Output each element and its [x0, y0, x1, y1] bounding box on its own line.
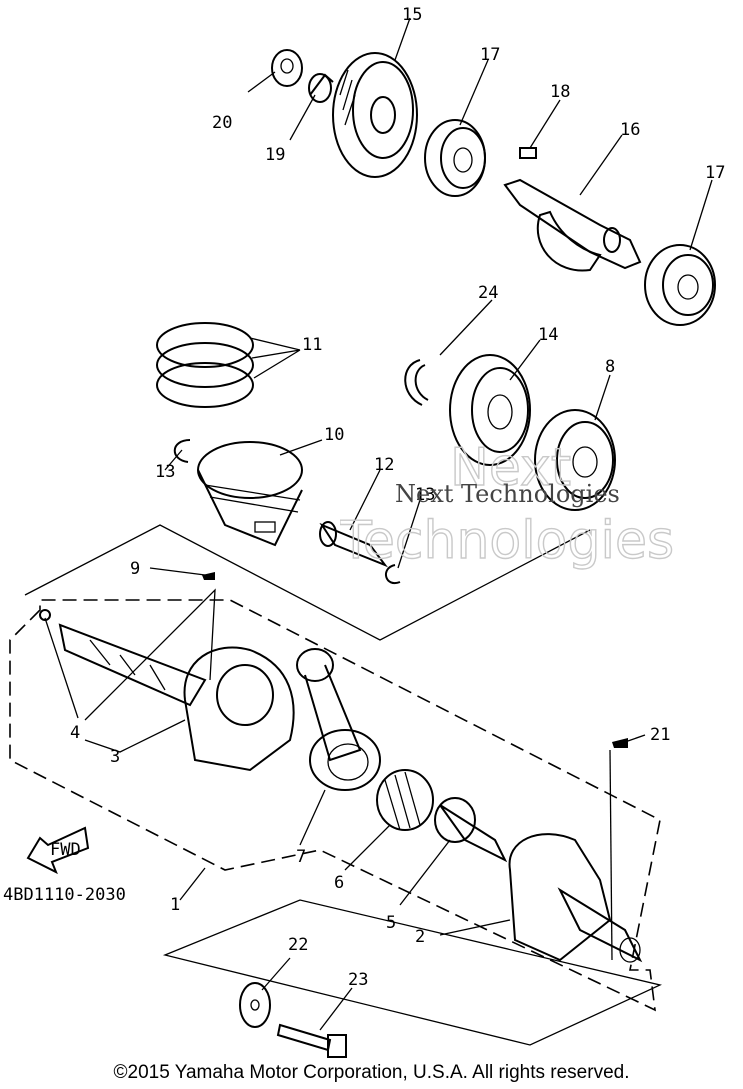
part-10-piston — [197, 441, 303, 547]
part-16-balancer-shaft — [503, 178, 642, 272]
part-20-nut — [271, 49, 303, 87]
callout-9: 9 — [130, 559, 140, 579]
part-5-crank-pin — [434, 797, 508, 863]
part-12-piston-pin — [319, 521, 388, 568]
copyright-notice: ©2015 Yamaha Motor Corporation, U.S.A. A… — [113, 1062, 630, 1083]
callout-13-left: 13 — [155, 462, 175, 482]
callout-22: 22 — [288, 935, 308, 955]
watermark-line1: Next — [450, 440, 571, 498]
part-7-connecting-rod — [296, 648, 381, 791]
callout-11: 11 — [302, 335, 322, 355]
part-24-circlip — [404, 359, 429, 406]
callout-12: 12 — [374, 455, 394, 475]
callout-20: 20 — [212, 113, 232, 133]
fwd-arrow-icon: FWD — [26, 826, 90, 875]
callout-5: 5 — [386, 913, 396, 933]
callout-16: 16 — [620, 120, 640, 140]
watermark: Next Technologies Next Technologies — [340, 440, 675, 572]
callout-14: 14 — [538, 325, 558, 345]
diagram-code: 4BD1110-2030 — [3, 885, 126, 905]
callout-19: 19 — [265, 145, 285, 165]
part-6-needle-bearing — [376, 769, 434, 831]
callout-6: 6 — [334, 873, 344, 893]
part-15-gear — [332, 52, 418, 178]
exploded-parts-diagram: FWD 4BD1110-2030 15 17 18 16 17 — [3, 5, 725, 1058]
part-23-bolt — [276, 1023, 347, 1058]
part-3-crank-left — [39, 609, 295, 772]
part-21-key — [612, 738, 628, 748]
part-18-key — [519, 147, 537, 159]
watermark-serif: Next Technologies — [395, 480, 620, 508]
part-9-key — [202, 572, 215, 580]
part-11-piston-rings — [156, 322, 254, 408]
part-14-gear — [449, 354, 531, 466]
piston-group-outline — [24, 524, 591, 641]
part-19-lock-washer — [308, 73, 334, 103]
callout-17-top: 17 — [480, 45, 500, 65]
fastener-group-outline — [162, 899, 662, 1046]
callout-10: 10 — [324, 425, 344, 445]
callout-21: 21 — [650, 725, 670, 745]
part-13-circlip-left — [173, 439, 191, 463]
part-22-washer — [239, 982, 271, 1028]
watermark-line2: Technologies — [340, 511, 674, 571]
part-13-circlip-right — [385, 564, 401, 585]
callout-24: 24 — [478, 283, 498, 303]
callout-18: 18 — [550, 82, 570, 102]
callout-15: 15 — [402, 5, 422, 25]
callout-13-right: 13 — [415, 485, 435, 505]
callout-3: 3 — [110, 747, 120, 767]
callout-4: 4 — [70, 723, 80, 743]
callout-7: 7 — [296, 847, 306, 867]
callout-23: 23 — [348, 970, 368, 990]
callout-2: 2 — [415, 927, 425, 947]
part-17-bearing-top — [424, 119, 486, 197]
part-2-crank-right — [508, 833, 643, 963]
part-8-bearing — [534, 409, 616, 511]
callout-8: 8 — [605, 357, 615, 377]
callout-17-right: 17 — [705, 163, 725, 183]
part-17-bearing-right — [644, 244, 716, 326]
leader-lines — [44, 17, 713, 1031]
callout-1: 1 — [170, 895, 180, 915]
fwd-label: FWD — [50, 840, 81, 860]
crankshaft-assembly-outline — [9, 599, 661, 1012]
